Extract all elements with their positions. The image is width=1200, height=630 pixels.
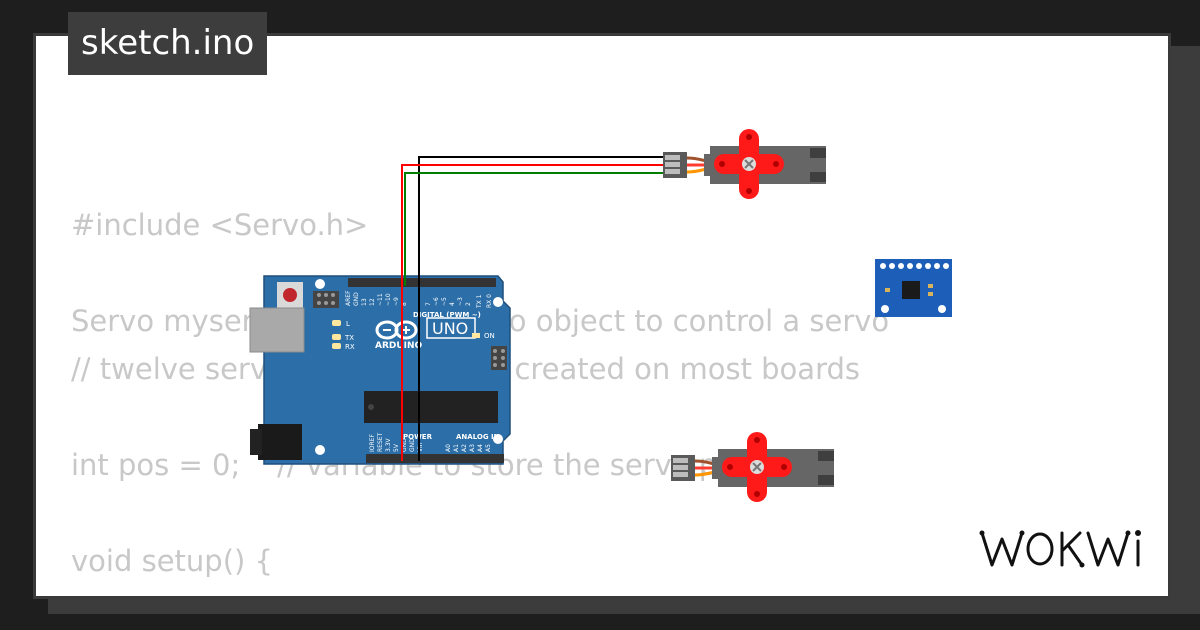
- servo-tab: [818, 451, 834, 461]
- mpu6050-sensor[interactable]: [875, 259, 952, 317]
- pin-label: A1: [453, 444, 460, 452]
- servo-horn[interactable]: [714, 129, 784, 199]
- led-label-tx: TX: [344, 334, 354, 342]
- usb-connector: [249, 307, 305, 353]
- sensor-hole: [881, 305, 889, 313]
- servo-tab: [810, 172, 826, 182]
- power-label: POWER: [403, 433, 433, 441]
- pin-label: GND: [353, 292, 360, 306]
- pin-label: 3.3V: [385, 437, 392, 452]
- led-label-l: L: [346, 320, 350, 328]
- pin-label: AREF: [345, 290, 352, 306]
- servo-connector: [663, 152, 687, 178]
- servo-connector: [671, 455, 695, 481]
- sensor-hole: [938, 305, 946, 313]
- pin-label: A2: [461, 444, 468, 452]
- pin-label: ~9: [393, 297, 400, 306]
- sensor-resistor: [885, 288, 890, 292]
- reset-button[interactable]: [277, 282, 303, 308]
- project-card: #include <Servo.h>Servo myservo; // crea…: [33, 33, 1171, 599]
- pin-label: ~11: [377, 293, 384, 306]
- pin-label: IOREF: [369, 434, 376, 452]
- pin-label: 2: [465, 302, 472, 306]
- sensor-resistor: [928, 292, 933, 296]
- pin-label: TX 1: [476, 294, 483, 309]
- pin-label: RX 0: [486, 294, 493, 308]
- brand-label: ARDUINO: [375, 341, 423, 351]
- sensor-resistor: [928, 284, 933, 288]
- code-line: myservo.attach(9); // attaches the servo…: [71, 585, 1095, 596]
- servo-tab: [818, 475, 834, 485]
- pin-label: RESET: [377, 432, 384, 452]
- sensor-pins: [880, 263, 949, 269]
- led-label-rx: RX: [345, 343, 355, 351]
- pin-label: ~5: [441, 297, 448, 306]
- arduino-logo-icon: [375, 320, 418, 340]
- wire-ground: [418, 156, 663, 461]
- icsp-header: [313, 291, 339, 308]
- wokwi-logo: [979, 530, 1141, 568]
- power-jack-tip: [250, 429, 262, 455]
- pin-label: ~6: [433, 297, 440, 306]
- pin-label: A5: [485, 444, 492, 452]
- pin-label: ~10: [385, 293, 392, 306]
- mounting-hole: [315, 279, 325, 289]
- pin-label: A3: [469, 444, 476, 452]
- pin-label: 12: [369, 298, 376, 306]
- pin-label: Vin: [417, 442, 424, 452]
- power-jack: [258, 424, 302, 460]
- led-l: [332, 320, 341, 326]
- pin-label: 7: [425, 302, 432, 306]
- circuit-diagram: AREF GND 13 12 ~11 ~10 ~9 8 7 ~6 ~5 4 ~3…: [249, 129, 952, 502]
- mounting-hole: [315, 445, 325, 455]
- mounting-hole: [493, 297, 503, 307]
- code-line: void setup() {: [71, 544, 273, 578]
- icsp-header-right: [491, 346, 507, 370]
- on-led: [472, 333, 480, 338]
- led-tx: [332, 334, 341, 340]
- wire-power: [401, 164, 663, 461]
- servo-top[interactable]: [663, 129, 826, 199]
- digital-header[interactable]: [348, 278, 496, 287]
- analog-label: ANALOG IN: [456, 433, 500, 441]
- wires[interactable]: [401, 156, 663, 461]
- microcontroller-chip: [364, 391, 498, 423]
- model-label: UNO: [432, 319, 468, 338]
- pin-label: A0: [445, 444, 452, 452]
- model-box: [426, 317, 476, 339]
- pin-label: GND: [409, 438, 416, 452]
- pin-label: ~3: [457, 297, 464, 306]
- pin-label: 8: [401, 302, 408, 306]
- pin-label: A4: [477, 444, 484, 452]
- led-rx: [332, 343, 341, 349]
- pin-label: 13: [361, 298, 368, 306]
- digital-label: DIGITAL (PWM ~): [413, 311, 481, 319]
- wire-signal: [404, 172, 663, 286]
- servo-horn[interactable]: [722, 432, 792, 502]
- servo-bottom[interactable]: [671, 432, 834, 502]
- pin-label: 5V: [393, 443, 400, 452]
- servo-tab: [810, 148, 826, 158]
- sensor-chip: [902, 281, 920, 299]
- pin-label: GND: [401, 438, 408, 452]
- arduino-uno-board[interactable]: AREF GND 13 12 ~11 ~10 ~9 8 7 ~6 ~5 4 ~3…: [249, 275, 511, 465]
- on-label: ON: [484, 332, 495, 340]
- mounting-hole: [493, 434, 503, 444]
- page-title: sketch.ino: [68, 12, 268, 75]
- power-analog-header[interactable]: [366, 454, 504, 463]
- code-line: #include <Servo.h>: [71, 208, 369, 242]
- pin-label: 4: [449, 302, 456, 306]
